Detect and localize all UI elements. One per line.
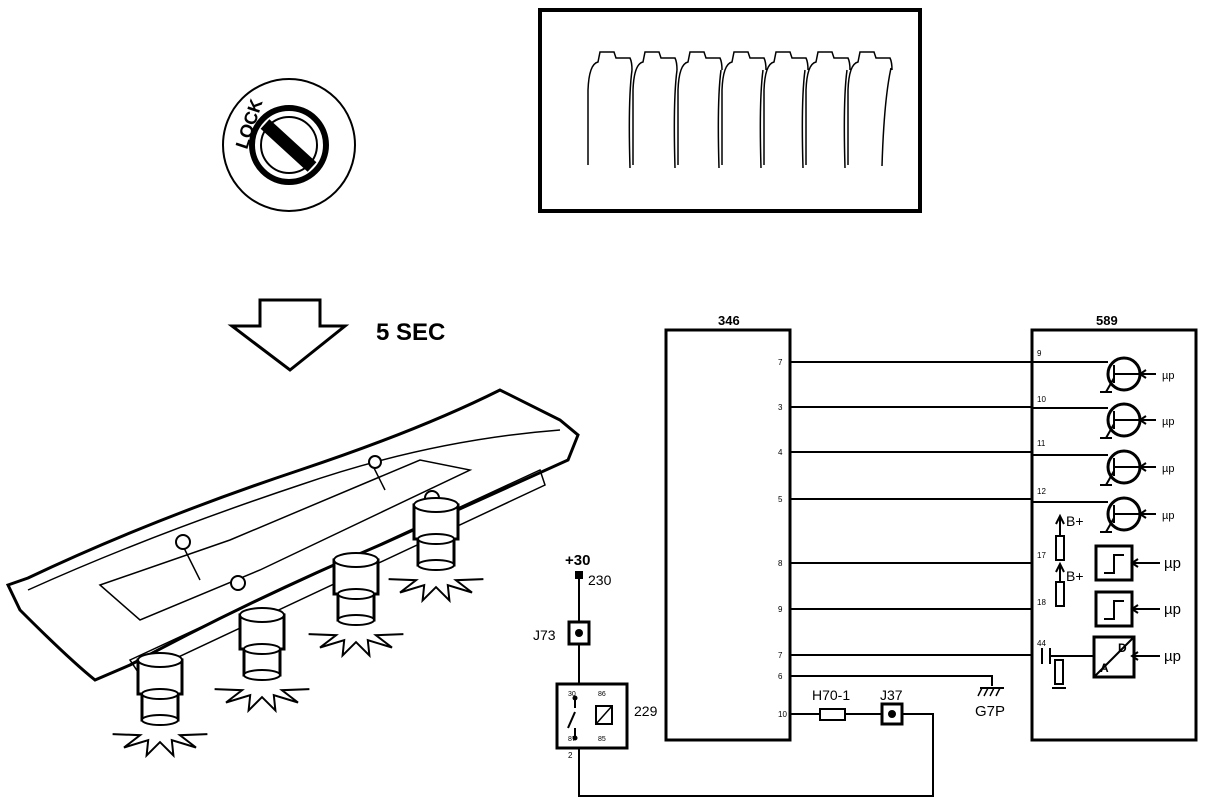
- module-589-pin: 12: [1037, 487, 1046, 496]
- schmitt-trigger-2: [1094, 590, 1134, 628]
- power-label: +30: [565, 552, 590, 569]
- module-589-pin: 18: [1037, 598, 1046, 607]
- relay-bottom-pin: 2: [568, 751, 573, 760]
- module-346-pin: 3: [778, 403, 783, 412]
- output-label: µp: [1164, 648, 1181, 665]
- coil-rail-illustration: [5, 388, 580, 682]
- output-label: µp: [1164, 601, 1181, 618]
- relay-label: 229: [634, 703, 658, 719]
- down-arrow-icon: [227, 298, 350, 372]
- spark-plug-3: [308, 552, 404, 659]
- connector-h70-label: H70-1: [812, 687, 850, 703]
- relay-pin: 86: [598, 691, 606, 698]
- module-589-pin: 11: [1037, 439, 1046, 448]
- output-label: µp: [1162, 370, 1174, 382]
- input-filter: [1041, 648, 1094, 689]
- spark-plug-2: [214, 607, 310, 714]
- module-346-box: [664, 328, 792, 742]
- relay-229: [555, 682, 629, 750]
- transistor-drivers: [1032, 356, 1142, 533]
- module-346-pin: 7: [778, 358, 783, 367]
- converter-a-label: A: [1100, 661, 1109, 675]
- ad-converter: A D: [1092, 635, 1136, 679]
- microprocessor-outputs: µp µp µp µp µp µp µp: [1130, 369, 1181, 665]
- spark-icon: [388, 578, 484, 604]
- module-346-pin: 4: [778, 448, 783, 457]
- module-589-label: 589: [1096, 313, 1118, 328]
- supply-label-2: B+: [1066, 568, 1084, 584]
- module-589-pin: 10: [1037, 395, 1046, 404]
- ground-label: G7P: [975, 703, 1005, 720]
- module-346-pin: 8: [778, 559, 783, 568]
- relay-pin-labels: 30 86 87 85: [568, 691, 606, 743]
- output-label: µp: [1162, 416, 1174, 428]
- output-label: µp: [1164, 555, 1181, 572]
- relay-pin: 87: [568, 736, 576, 743]
- connector-h70: [819, 708, 846, 721]
- waveform-display: [538, 8, 922, 213]
- module-346-label: 346: [718, 313, 740, 328]
- supply-label-1: B+: [1066, 513, 1084, 529]
- module-346-pin: 6: [778, 672, 783, 681]
- module-589-pin: 9: [1037, 349, 1042, 358]
- module-589-pin: 44: [1037, 639, 1046, 648]
- pullup-resistor-1: [1055, 513, 1065, 561]
- ground-icon: [977, 687, 1004, 697]
- relay-pin: 30: [568, 691, 576, 698]
- output-label: µp: [1162, 510, 1174, 522]
- module-346-pin: 5: [778, 495, 783, 504]
- transistor-4: [1032, 496, 1142, 533]
- connector-j37-label: J37: [880, 687, 903, 703]
- pullup-resistor-2: [1055, 561, 1065, 607]
- spark-plug-1: [112, 652, 208, 759]
- transistor-2: [1032, 402, 1142, 439]
- spark-icon: [308, 633, 404, 659]
- converter-d-label: D: [1118, 641, 1127, 655]
- module-346-pin: 9: [778, 605, 783, 614]
- spark-plug-4: [388, 497, 484, 604]
- module-589-pins: 9 10 11 12 17 18 44: [1037, 349, 1046, 648]
- spark-icon: [214, 688, 310, 714]
- duration-label: 5 SEC: [376, 319, 445, 346]
- connector-j73-label: J73: [533, 627, 556, 643]
- power-node-icon: [575, 571, 583, 579]
- module-589-pin: 17: [1037, 551, 1046, 560]
- module-346-pin: 7: [778, 651, 783, 660]
- power-node-label: 230: [588, 572, 612, 588]
- ignition-lock-icon: LOCK: [222, 78, 356, 212]
- spark-icon: [112, 733, 208, 759]
- module-346-pin: 10: [778, 710, 787, 719]
- module-346-pins: 7 3 4 5 8 9 7 6 10: [778, 358, 787, 719]
- schmitt-trigger-1: [1094, 544, 1134, 582]
- signal-wires: [790, 361, 1032, 656]
- spark-plug-boots: [112, 497, 484, 759]
- relay-pin: 85: [598, 736, 606, 743]
- output-label: µp: [1162, 463, 1174, 475]
